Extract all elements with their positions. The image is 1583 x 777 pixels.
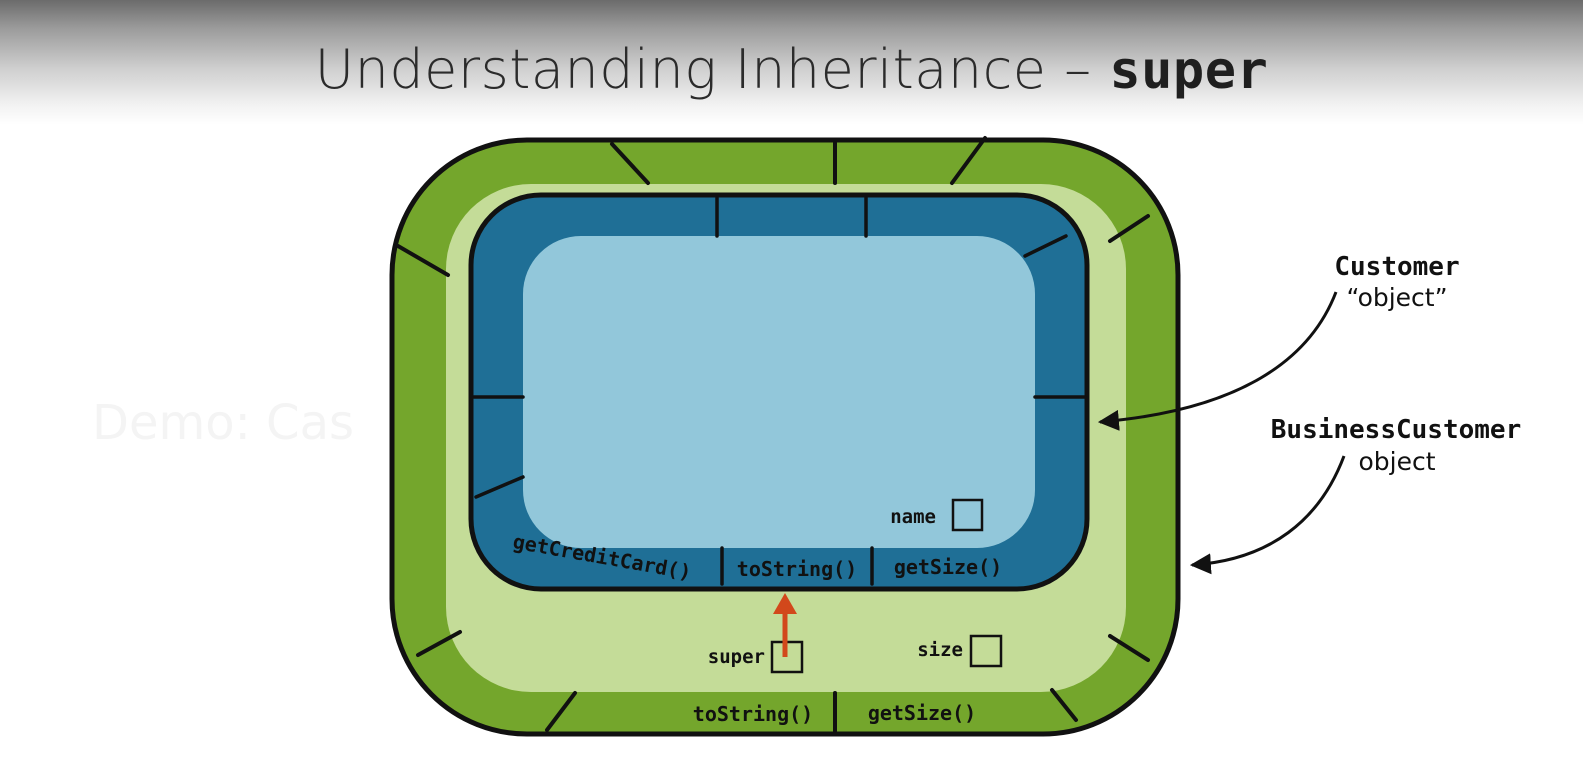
inner-light-body <box>523 236 1035 548</box>
slide-header <box>0 0 1583 125</box>
customer-pointer-arrow <box>1097 291 1338 431</box>
customer-object <box>468 192 1090 592</box>
outer-field-size-label: size <box>917 639 963 661</box>
inner-method-tostring: toString() <box>737 557 857 581</box>
customer-kind-label: “object” <box>1346 283 1447 312</box>
inner-field-name-label: name <box>890 506 936 528</box>
inner-segment-dividers <box>472 196 1087 586</box>
business-customer-label: BusinessCustomer <box>1271 415 1521 445</box>
slide-title: Understanding Inheritance – super <box>0 38 1583 101</box>
title-text: Understanding Inheritance – <box>314 38 1092 101</box>
inner-field-name-box <box>951 498 984 532</box>
background-ghost-text: Demo: Cas <box>92 395 354 451</box>
customer-label: Customer <box>1334 252 1459 282</box>
inner-method-getsize: getSize() <box>894 555 1002 579</box>
title-keyword: super <box>1109 41 1269 101</box>
outer-method-getsize: getSize() <box>868 701 976 725</box>
business-customer-pointer-arrow <box>1189 455 1346 575</box>
business-customer-kind-label: object <box>1358 447 1435 476</box>
outer-method-tostring: toString() <box>693 702 813 726</box>
outer-segment-dividers <box>396 136 1150 733</box>
outer-field-size-box <box>969 634 1003 668</box>
outer-field-super-label: super <box>708 646 765 668</box>
super-arrow-head <box>773 593 797 614</box>
